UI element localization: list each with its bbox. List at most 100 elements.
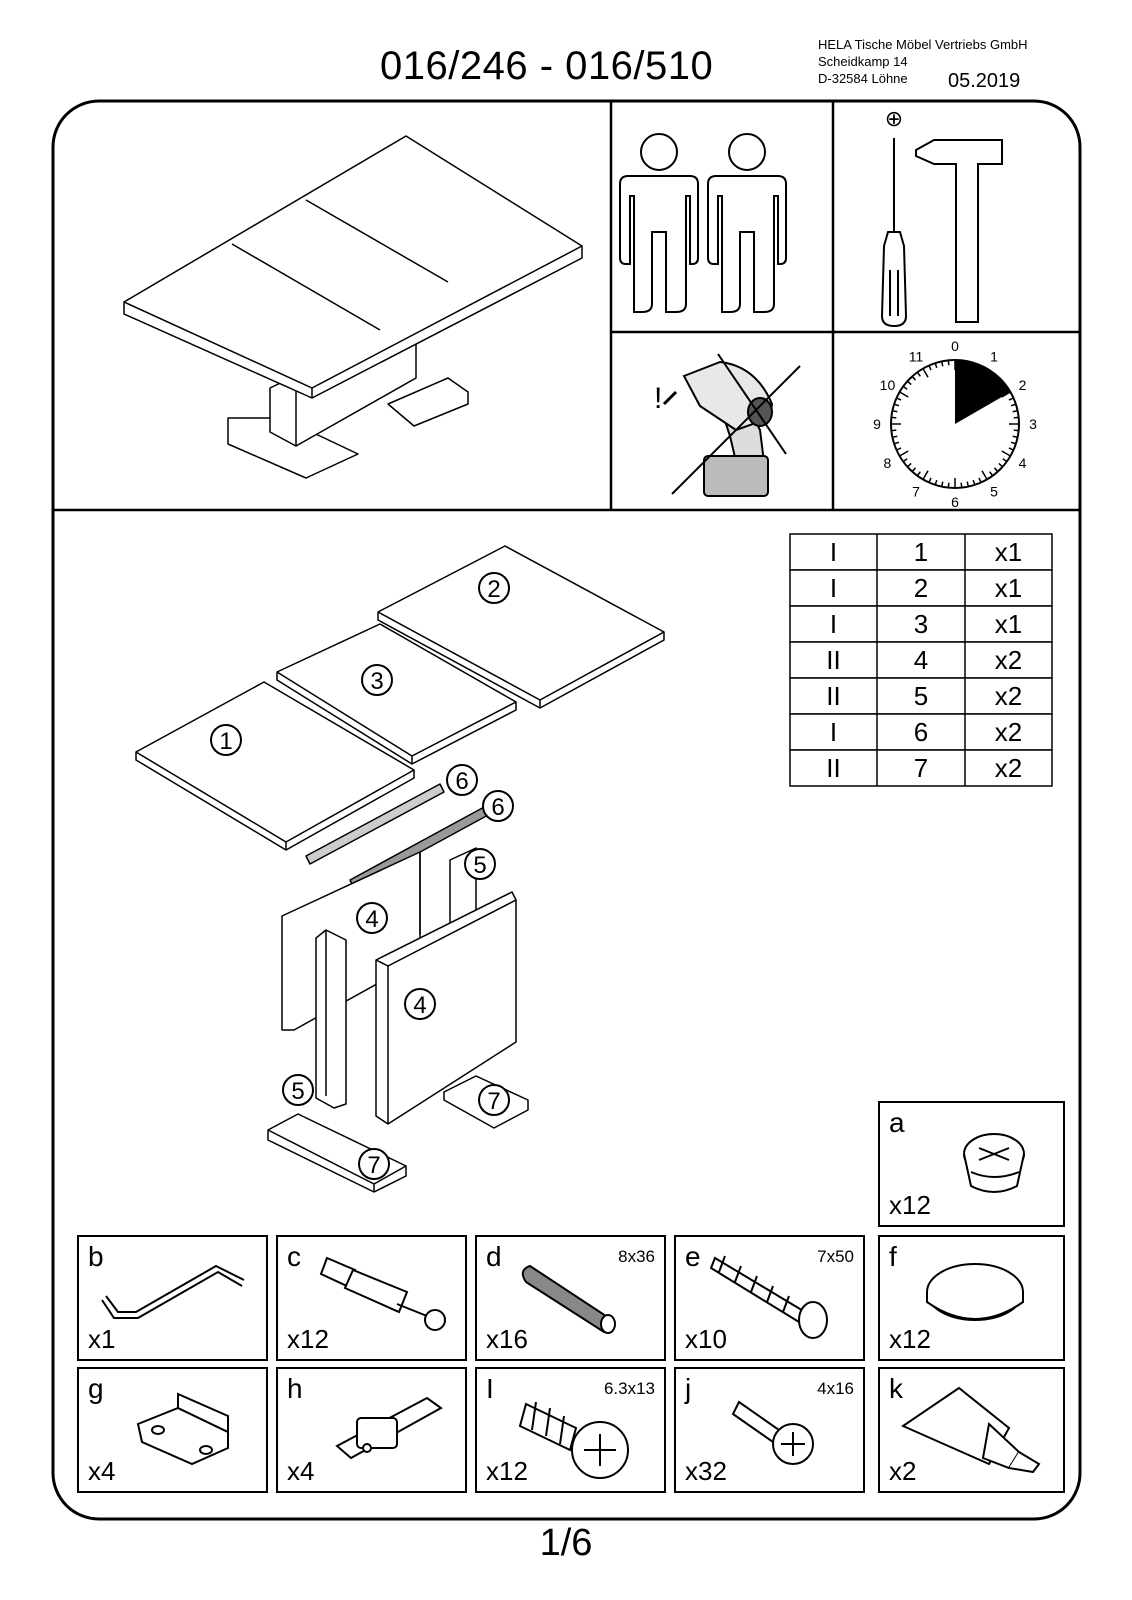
clock-tick	[960, 482, 963, 488]
clock-tick	[966, 361, 970, 367]
hardware-letter: d	[486, 1241, 502, 1272]
parts-table-cell-qty: x1	[995, 573, 1022, 603]
small-screw-icon	[731, 1400, 814, 1465]
part-callout-circle	[210, 724, 242, 756]
phillips-symbol: ⊕	[885, 106, 903, 131]
hardware-letter: f	[889, 1241, 897, 1272]
clock-tick	[891, 416, 897, 419]
clock-tick	[998, 380, 1004, 386]
clock-tick	[972, 362, 976, 369]
part-callout-number: 7	[487, 1088, 500, 1115]
clock-tick	[911, 375, 917, 381]
clock-tick	[928, 477, 932, 483]
parts-table-cell-qty: x2	[995, 645, 1022, 675]
clock-tick	[940, 361, 944, 367]
part-callout-number: 5	[473, 852, 486, 879]
wooden-dowel-icon	[521, 1264, 616, 1334]
hardware-quantity: x4	[88, 1456, 115, 1486]
parts-table-cell-box: II	[826, 645, 840, 675]
no-power-drill-icon: !	[654, 353, 801, 497]
part-callout-number: 6	[455, 768, 468, 795]
clock-tick	[893, 403, 900, 407]
part-callout-number: 4	[365, 906, 378, 933]
part-callout-number: 1	[219, 728, 232, 755]
hardware-quantity: x2	[889, 1456, 916, 1486]
hardware-quantity: x4	[287, 1456, 314, 1486]
part-callout-circle	[446, 764, 478, 796]
part-callout-circle	[282, 1074, 314, 1106]
hardware-letter: I	[486, 1373, 494, 1404]
clock-tick	[989, 471, 994, 477]
parts-table-row	[789, 749, 1053, 787]
hardware-size: 8x36	[618, 1247, 655, 1266]
page-frame	[51, 99, 1082, 1521]
clock-tick	[978, 477, 982, 483]
document-date: 05.2019	[948, 70, 1021, 92]
clock-number: 3	[1029, 416, 1037, 432]
hardware-size: 7x50	[817, 1247, 854, 1266]
company-street: Scheidkamp 14	[818, 54, 908, 69]
hardware-box-g: g x4	[77, 1367, 268, 1493]
part-callout-number: 6	[491, 794, 504, 821]
clock-tick	[1008, 447, 1014, 451]
parts-table-cell-box: I	[830, 537, 837, 567]
part-callout-circle	[358, 1148, 390, 1180]
screwdriver-icon	[880, 138, 908, 328]
hardware-quantity: x32	[685, 1456, 727, 1486]
parts-table-cell-part: 7	[914, 753, 928, 783]
warning-mark-icon: !	[654, 382, 662, 415]
two-persons-icon	[619, 133, 787, 313]
parts-table-cell-qty: x1	[995, 537, 1022, 567]
clock-tick	[1010, 403, 1017, 407]
company-address: HELA Tische Möbel Vertriebs GmbH Scheidk…	[818, 36, 1028, 87]
clock-tick	[896, 447, 902, 451]
clock-tick	[928, 365, 932, 371]
hardware-letter: j	[684, 1373, 691, 1404]
parts-table-cell-part: 4	[914, 645, 928, 675]
clock-tick	[1002, 385, 1008, 390]
clock-tick	[902, 385, 908, 390]
clock-number: 0	[951, 338, 959, 354]
hardware-quantity: x12	[889, 1324, 931, 1354]
part-callout-number: 3	[370, 668, 383, 695]
clock-tick	[1001, 391, 1011, 398]
clock-tick	[899, 450, 909, 457]
clock-number: 6	[951, 494, 959, 510]
clock-tick	[899, 391, 909, 398]
parts-table-cell-qty: x2	[995, 681, 1022, 711]
clock-tick	[998, 462, 1004, 468]
clock-number: 7	[912, 484, 920, 500]
hardware-letter: g	[88, 1373, 104, 1404]
part-callout-number: 7	[367, 1152, 380, 1179]
part-callout-circle	[356, 902, 388, 934]
clock-tick	[891, 429, 897, 432]
clock-number: 1	[990, 348, 998, 364]
connecting-bolt-icon	[319, 1256, 446, 1331]
cam-lock-icon	[963, 1133, 1025, 1193]
clock-tick	[906, 462, 912, 468]
parts-table-cell-box: I	[830, 573, 837, 603]
parts-table-cell-box: II	[826, 681, 840, 711]
part-callout-circle	[464, 848, 496, 880]
clock-number: 8	[884, 455, 892, 471]
allen-key-icon	[101, 1264, 245, 1319]
hardware-quantity: x12	[486, 1456, 528, 1486]
clock-tick	[1008, 397, 1014, 401]
clock-number: 11	[909, 348, 924, 364]
parts-table-cell-box: II	[826, 753, 840, 783]
clock-tick	[1012, 409, 1018, 413]
hardware-letter: k	[889, 1373, 904, 1404]
clock-tick	[978, 365, 982, 371]
clock-tick	[911, 467, 917, 473]
clock-number: 9	[873, 416, 881, 432]
parts-table-row	[789, 569, 1053, 607]
